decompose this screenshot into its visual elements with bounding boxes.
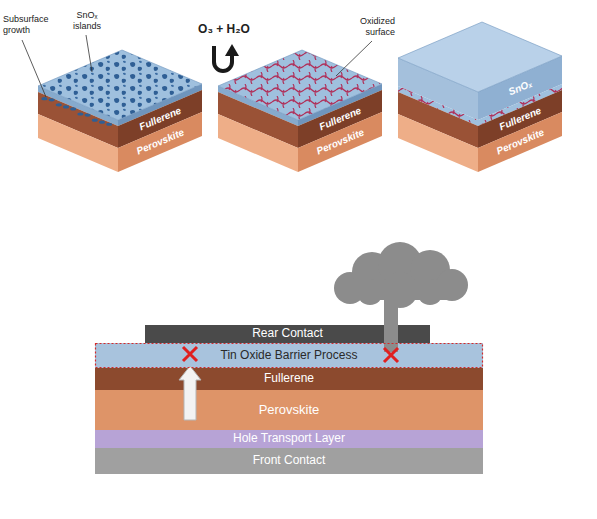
layer-face <box>38 114 118 172</box>
callout-label: O₃ + H₂O <box>192 22 256 36</box>
subsurface-growth <box>99 121 105 124</box>
layer-band: Perovskite <box>95 390 483 430</box>
layer-stack-1 <box>38 50 202 172</box>
subsurface-growth <box>106 123 112 126</box>
cloud-base <box>348 280 456 300</box>
layer-band: Hole Transport Layer <box>95 430 483 448</box>
blocked-mark <box>384 348 398 362</box>
layer-stack-2 <box>218 50 382 172</box>
layer-name: Tin Oxide Barrier Process <box>221 349 358 363</box>
callout-label: Subsurface growth <box>3 14 59 36</box>
layer-band: Fullerene <box>95 368 483 390</box>
top-surface <box>398 22 562 92</box>
label-text: SnOₓ islands <box>62 10 112 32</box>
subsurface-growth <box>92 119 98 122</box>
leader-line <box>336 41 372 76</box>
callout-label: Oxidized surface <box>330 16 395 38</box>
label-text: Oxidized surface <box>330 16 395 38</box>
layer-stack-3 <box>398 22 562 172</box>
subsurface-growth <box>85 113 91 116</box>
callout-label: SnOₓ islands <box>62 10 112 32</box>
blocked-mark <box>183 347 197 361</box>
layer-name: Fullerene <box>264 372 314 386</box>
layer-band: Front Contact <box>95 448 483 474</box>
leader-line <box>22 40 46 97</box>
block-arrow <box>179 366 201 420</box>
subsurface-growth <box>77 112 83 115</box>
process-outline <box>96 344 483 368</box>
label-text: O₃ + H₂O <box>192 22 256 36</box>
vapor-cloud <box>334 242 468 308</box>
subsurface-growth <box>41 97 47 100</box>
layer-name: Hole Transport Layer <box>233 432 345 446</box>
subsurface-growth <box>63 105 69 108</box>
process-arrowhead <box>225 44 239 56</box>
subsurface-growth <box>56 103 62 106</box>
layer-name: Front Contact <box>253 454 326 468</box>
layer-face <box>218 114 298 172</box>
leader-line <box>86 35 92 72</box>
label-text: Subsurface growth <box>3 14 59 36</box>
layer-face <box>398 114 478 172</box>
subsurface-growth <box>70 107 76 110</box>
layer-name: Perovskite <box>259 403 320 418</box>
subsurface-growth <box>49 98 55 101</box>
layer-band: Tin Oxide Barrier Process <box>95 343 483 368</box>
layer-name: Rear Contact <box>252 327 323 341</box>
